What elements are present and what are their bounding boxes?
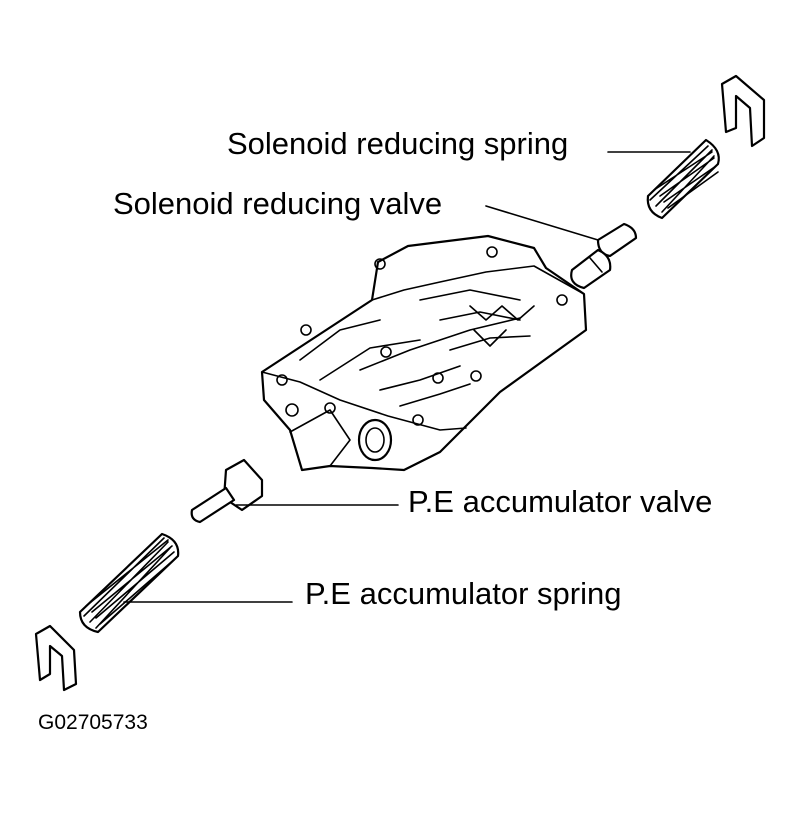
label-pe-accumulator-valve: P.E accumulator valve <box>408 484 713 519</box>
leader-line-reducing-valve <box>485 205 599 241</box>
label-solenoid-reducing-spring: Solenoid reducing spring <box>227 126 569 161</box>
solenoid-reducing-spring <box>646 138 720 220</box>
leader-lines <box>123 151 691 603</box>
figure-id: G02705733 <box>38 711 148 734</box>
pe-accumulator-spring <box>78 532 180 634</box>
solenoid-reducing-valve <box>570 222 638 290</box>
retainer-clip-bottom <box>34 624 78 692</box>
label-solenoid-reducing-valve: Solenoid reducing valve <box>113 186 443 221</box>
label-pe-accumulator-spring: P.E accumulator spring <box>305 576 622 611</box>
pe-accumulator-valve <box>190 458 264 524</box>
retainer-clip-top <box>720 74 766 148</box>
valve-body <box>260 234 588 472</box>
